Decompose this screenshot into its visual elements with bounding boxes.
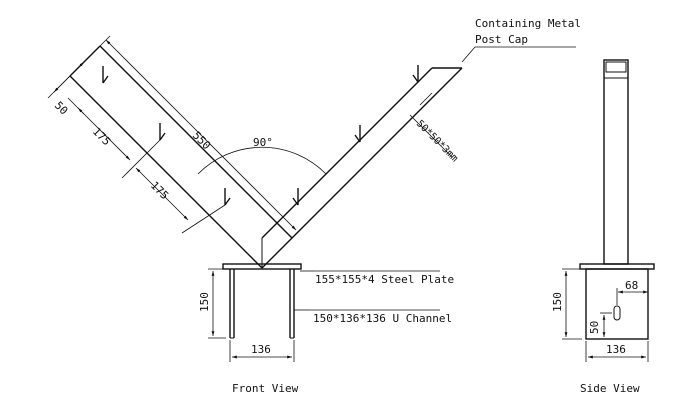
front-view: 90° 550 50 175 175 50*50*3mm — [47, 17, 581, 395]
dim-front-height-label: 150 — [198, 292, 211, 312]
side-u-channel — [585, 268, 649, 340]
dim-slot-offset: 68 — [616, 279, 648, 305]
right-arm-hooks — [292, 65, 419, 206]
dim-side-width-label: 136 — [606, 343, 626, 356]
dim-front-width: 136 — [229, 340, 295, 362]
post-cap-label-2: Post Cap — [475, 33, 528, 46]
dim-spacing-2-label: 175 — [148, 179, 171, 202]
u-channel-label: 150*136*136 U Channel — [313, 312, 452, 325]
left-arm-hooks — [102, 66, 231, 206]
angle-section-callout: 50*50*3mm — [409, 92, 460, 164]
angle-label: 90° — [253, 136, 273, 149]
dim-front-height: 150 — [198, 268, 226, 339]
dim-arm-width-label: 50 — [52, 99, 71, 118]
side-post — [603, 59, 629, 265]
dim-front-width-label: 136 — [251, 343, 271, 356]
side-view-title: Side View — [580, 382, 640, 395]
post-cap-callout: Containing Metal Post Cap — [461, 17, 581, 63]
dim-slot-height-label: 50 — [588, 321, 601, 334]
side-slot — [613, 305, 621, 321]
dim-arm-length-label: 550 — [190, 129, 213, 152]
post-cap-label-1: Containing Metal — [475, 17, 581, 30]
dim-side-height-label: 150 — [551, 292, 564, 312]
dim-slot-height: 50 — [588, 312, 612, 337]
side-steel-plate — [579, 263, 655, 270]
steel-plate-label: 155*155*4 Steel Plate — [315, 273, 454, 286]
front-view-title: Front View — [232, 382, 299, 395]
dim-side-height: 150 — [551, 268, 582, 340]
side-view: 68 50 150 136 Side View — [551, 59, 655, 395]
steel-plate — [222, 263, 302, 270]
u-channel — [229, 269, 295, 339]
dim-spacing-1-label: 175 — [90, 125, 113, 148]
dim-slot-offset-label: 68 — [625, 279, 638, 292]
angle-section-label: 50*50*3mm — [414, 118, 460, 164]
dim-side-width: 136 — [585, 341, 649, 362]
side-post-cap — [605, 61, 627, 73]
